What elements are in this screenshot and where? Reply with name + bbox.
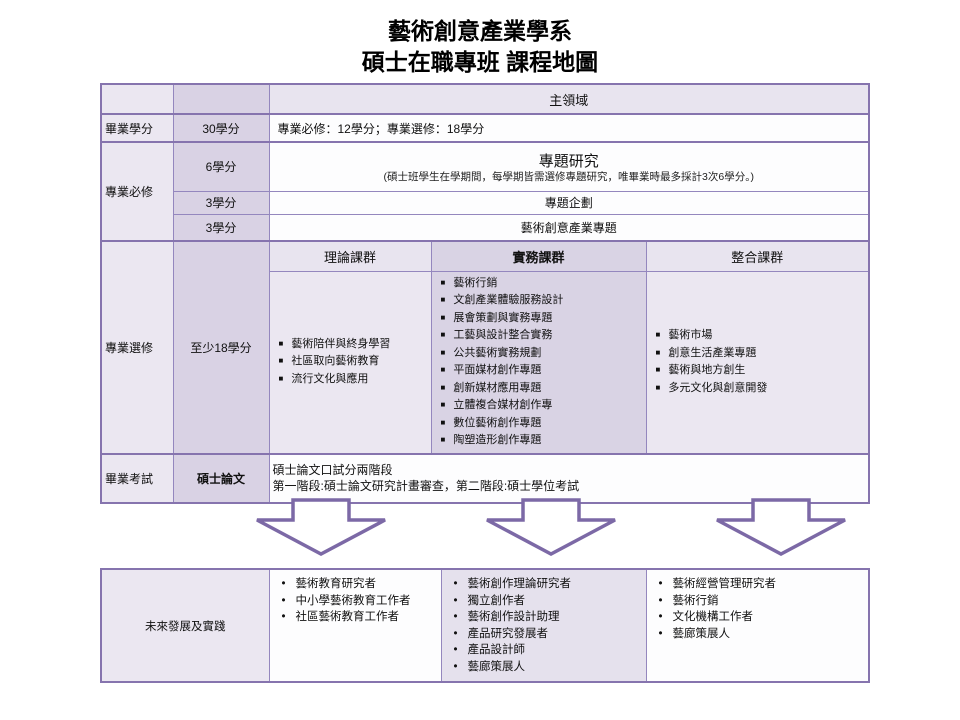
flow-arrows: [255, 498, 847, 556]
course-item: 立體複合媒材創作專: [441, 397, 641, 415]
career-item: 社區藝術教育工作者: [282, 609, 433, 626]
career-list-management: 藝術經營管理研究者藝術行銷文化機構工作者藝廊策展人: [653, 574, 863, 644]
required-credits-0: 6學分: [172, 141, 270, 192]
course-item: 藝術行銷: [441, 275, 641, 293]
career-item: 中小學藝術教育工作者: [282, 593, 433, 610]
integration-course-cell: 藝術市場創意生活產業專題藝術與地方創生多元文化與創意開發: [645, 270, 870, 454]
career-item: 藝術行銷: [659, 593, 861, 610]
course-item: 文創產業體驗服務設計: [441, 292, 641, 310]
theory-course-list: 藝術陪伴與終身學習社區取向藝術教育流行文化與應用: [273, 334, 428, 391]
career-column-education: 藝術教育研究者中小學藝術教育工作者社區藝術教育工作者: [268, 568, 442, 683]
exam-type: 碩士論文: [172, 452, 270, 503]
required-course-0-note: (碩士班學生在學期間，每學期皆需選修專題研究，唯畢業時最多採計3次6學分。): [383, 170, 754, 183]
exam-detail-line1: 碩士論文口試分兩階段: [272, 463, 393, 477]
course-item: 創新媒材應用專題: [441, 380, 641, 398]
exam-label: 畢業考試: [100, 452, 174, 503]
career-item: 獨立創作者: [454, 593, 638, 610]
required-credits-2: 3學分: [172, 213, 270, 242]
course-item: 社區取向藝術教育: [279, 353, 426, 371]
course-item: 平面媒材創作專題: [441, 362, 641, 380]
practice-course-cell: 藝術行銷文創產業體驗服務設計展會策劃與實務專題工藝與設計整合實務公共藝術實務規劃…: [430, 270, 647, 454]
required-course-2: 藝術創意產業專題: [268, 213, 870, 242]
career-list-education: 藝術教育研究者中小學藝術教育工作者社區藝術教育工作者: [276, 574, 435, 628]
exam-detail-cell: 碩士論文口試分兩階段 第一階段:碩士論文研究計畫審查，第二階段:碩士學位考試: [268, 452, 870, 503]
page-title-line2: 碩士在職專班 課程地圖: [361, 49, 599, 75]
graduation-credits-value: 30學分: [172, 113, 270, 143]
course-item: 多元文化與創意開發: [656, 380, 864, 398]
career-column-creation: 藝術創作理論研究者獨立創作者藝術創作設計助理產品研究發展者產品設計師藝廊策展人: [440, 568, 647, 683]
career-item: 文化機構工作者: [659, 609, 861, 626]
graduation-credits-label: 畢業學分: [100, 113, 174, 143]
down-arrow-icon: [715, 498, 847, 556]
down-arrow-icon: [485, 498, 617, 556]
career-item: 藝術創作設計助理: [454, 609, 638, 626]
career-item: 藝術教育研究者: [282, 576, 433, 593]
career-item: 藝術經營管理研究者: [659, 576, 861, 593]
graduation-credits-detail: 專業必修：12學分；專業選修：18學分: [268, 113, 870, 143]
course-item: 公共藝術實務規劃: [441, 345, 641, 363]
required-course-0-cell: 專題研究 (碩士班學生在學期間，每學期皆需選修專題研究，唯畢業時最多採計3次6學…: [268, 141, 870, 192]
course-item: 流行文化與應用: [279, 371, 426, 389]
theory-group-header: 理論課群: [268, 240, 432, 272]
course-item: 數位藝術創作專題: [441, 415, 641, 433]
course-item: 展會策劃與實務專題: [441, 310, 641, 328]
future-development-table: 未來發展及實踐 藝術教育研究者中小學藝術教育工作者社區藝術教育工作者 藝術創作理…: [100, 568, 870, 683]
career-list-creation: 藝術創作理論研究者獨立創作者藝術創作設計助理產品研究發展者產品設計師藝廊策展人: [448, 574, 640, 677]
career-item: 藝廊策展人: [659, 626, 861, 643]
career-item: 藝術創作理論研究者: [454, 576, 638, 593]
career-column-management: 藝術經營管理研究者藝術行銷文化機構工作者藝廊策展人: [645, 568, 870, 683]
practice-course-list: 藝術行銷文創產業體驗服務設計展會策劃與實務專題工藝與設計整合實務公共藝術實務規劃…: [435, 273, 643, 452]
empty-cell: [172, 83, 270, 115]
practice-group-header: 實務課群: [430, 240, 647, 272]
theory-course-cell: 藝術陪伴與終身學習社區取向藝術教育流行文化與應用: [268, 270, 432, 454]
course-item: 藝術與地方創生: [656, 362, 864, 380]
career-item: 產品設計師: [454, 642, 638, 659]
course-item: 工藝與設計整合實務: [441, 327, 641, 345]
main-domain-header: 主領域: [268, 83, 870, 115]
integration-group-header: 整合課群: [645, 240, 870, 272]
page-title-line1: 藝術創意產業學系: [388, 18, 572, 44]
required-course-1: 專題企劃: [268, 190, 870, 215]
required-group-label: 專業必修: [100, 141, 174, 242]
career-item: 藝廊策展人: [454, 659, 638, 676]
empty-cell: [100, 83, 174, 115]
course-item: 陶塑造形創作專題: [441, 432, 641, 450]
future-development-label: 未來發展及實踐: [100, 568, 270, 683]
elective-group-label: 專業選修: [100, 240, 174, 454]
integration-course-list: 藝術市場創意生活產業專題藝術與地方創生多元文化與創意開發: [650, 325, 866, 399]
curriculum-table: 主領域 畢業學分 30學分 專業必修：12學分；專業選修：18學分 專業必修 6…: [100, 83, 871, 504]
required-course-0: 專題研究: [538, 152, 599, 170]
course-item: 創意生活產業專題: [656, 345, 864, 363]
page-title: 藝術創意產業學系 碩士在職專班 課程地圖: [0, 16, 960, 78]
course-item: 藝術市場: [656, 327, 864, 345]
exam-detail-line2: 第一階段:碩士論文研究計畫審查，第二階段:碩士學位考試: [272, 479, 580, 493]
career-item: 產品研究發展者: [454, 626, 638, 643]
course-item: 藝術陪伴與終身學習: [279, 336, 426, 354]
down-arrow-icon: [255, 498, 387, 556]
required-credits-1: 3學分: [172, 190, 270, 215]
elective-credits: 至少18學分: [172, 240, 270, 454]
